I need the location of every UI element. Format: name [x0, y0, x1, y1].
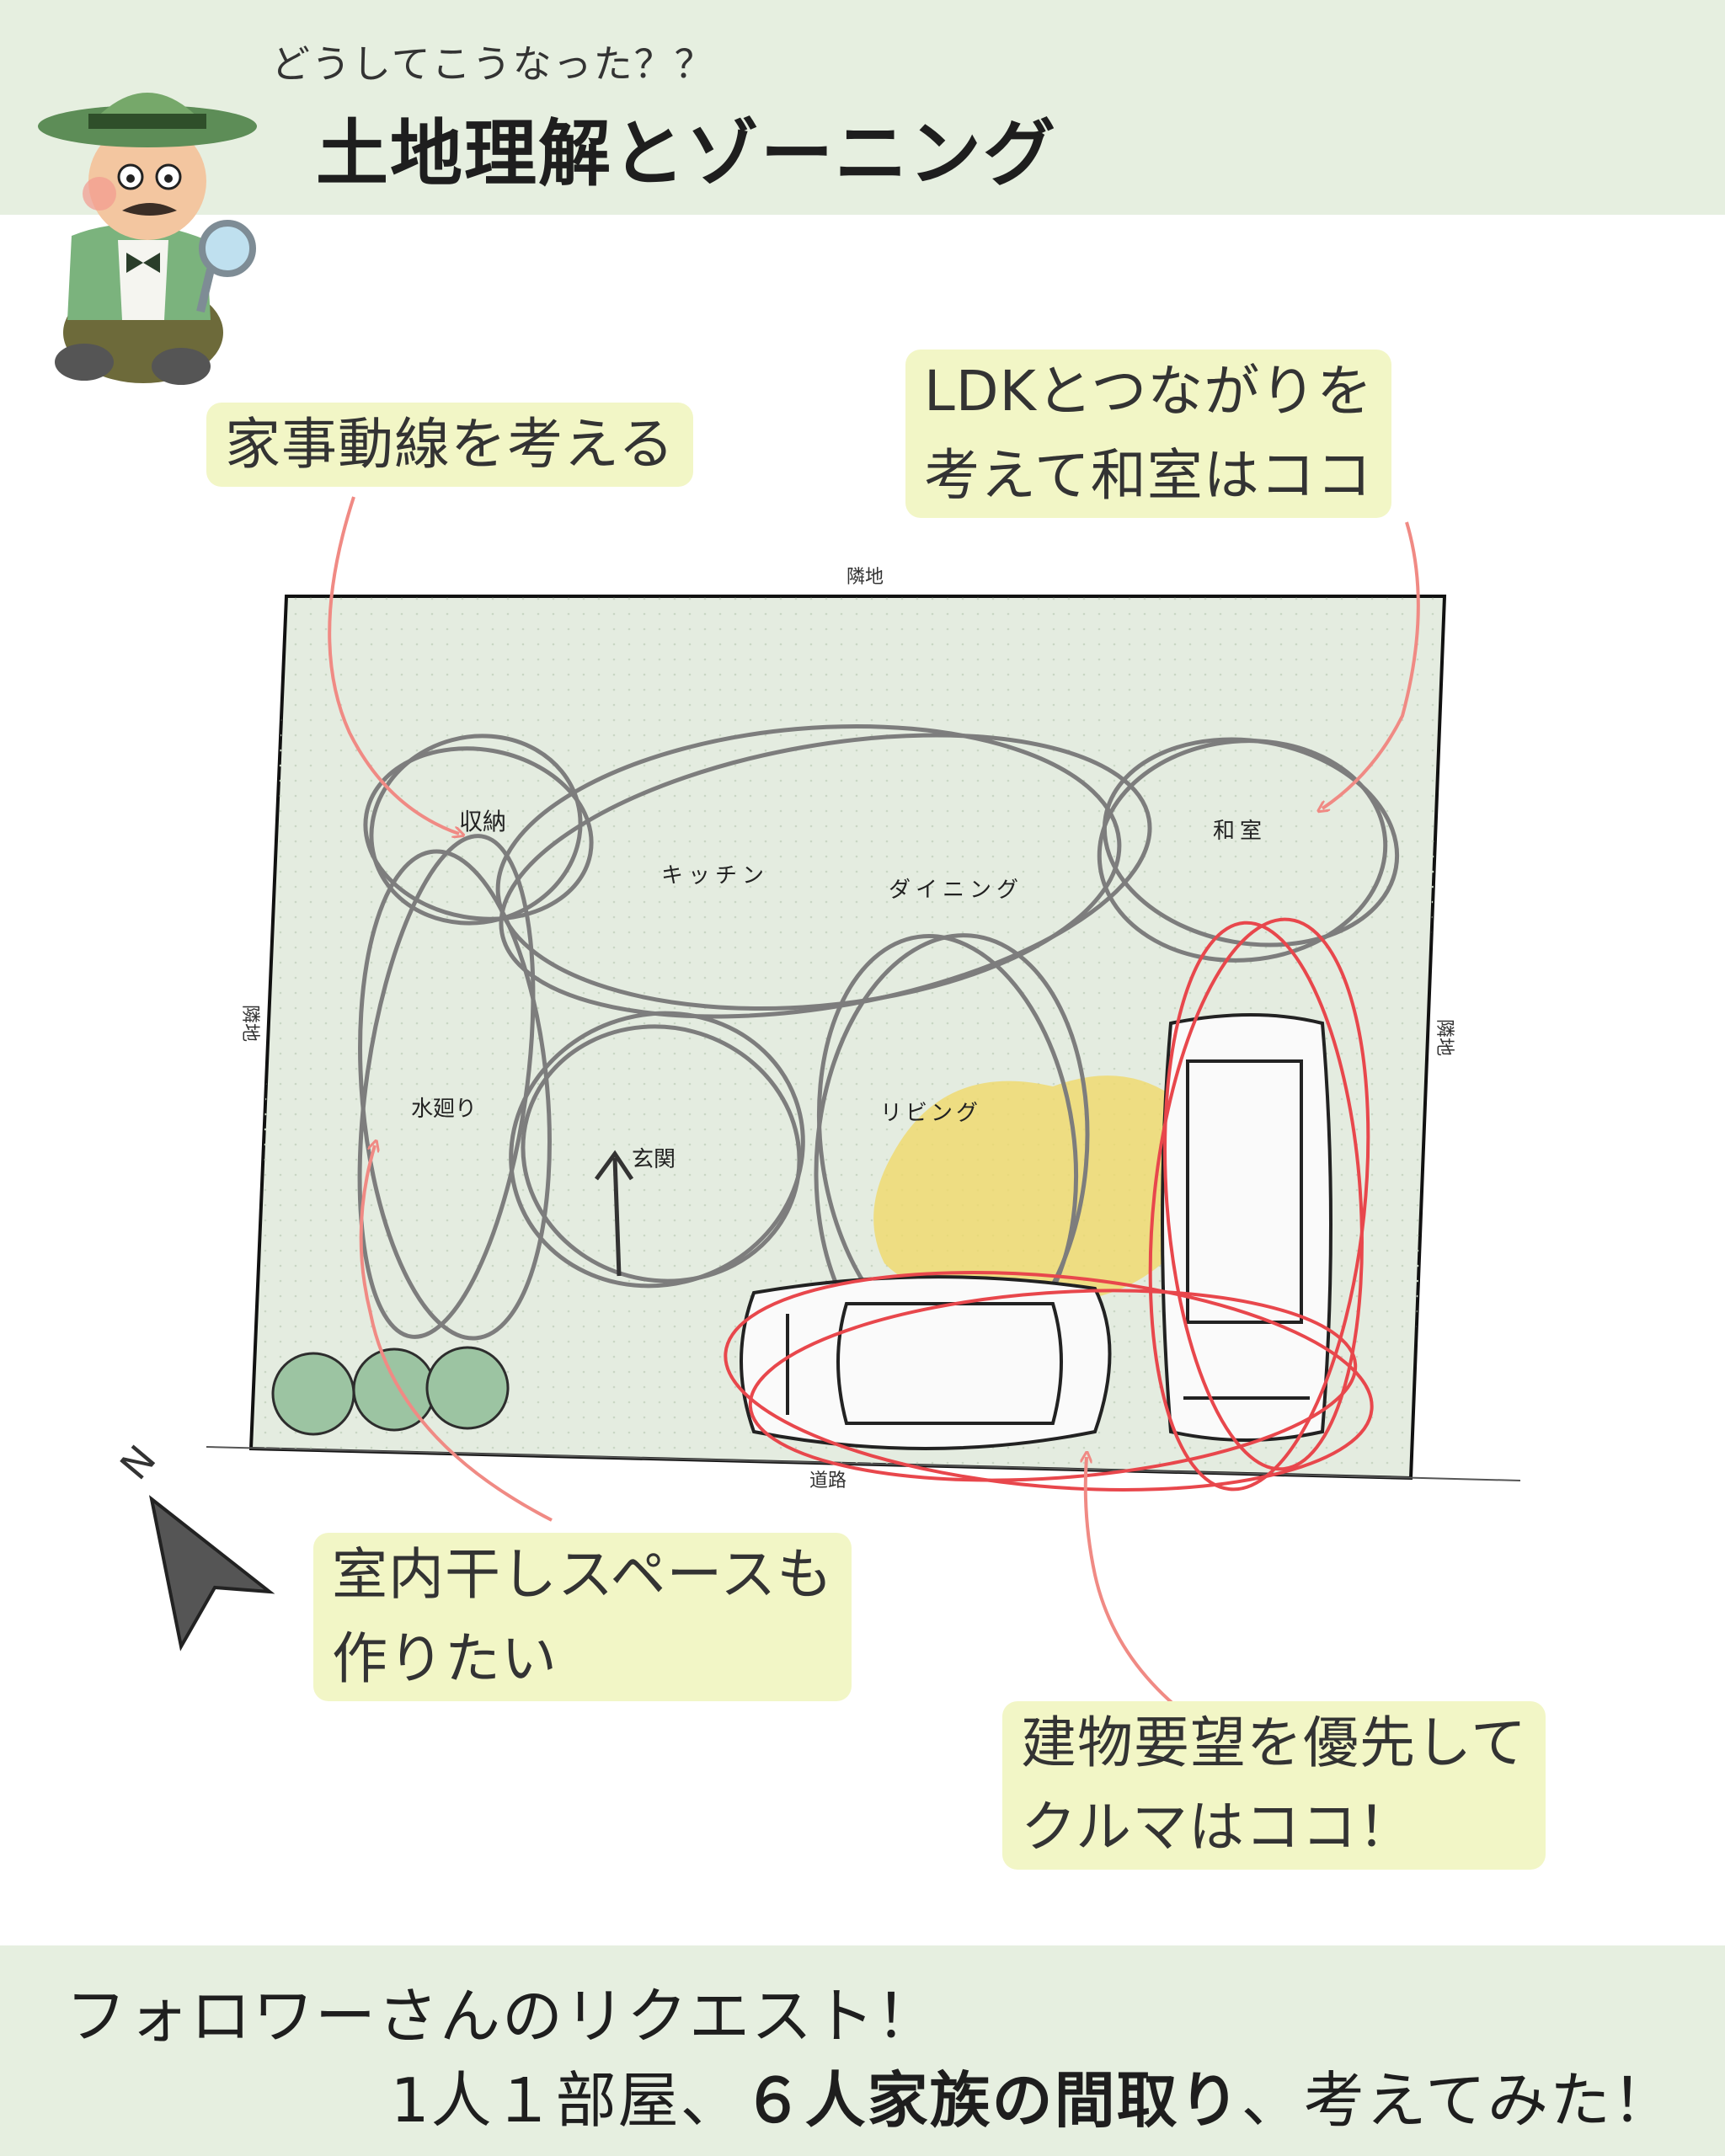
parking-loop	[724, 917, 1374, 1492]
footer-band	[0, 1945, 1725, 2156]
callout-car: 建物要望を優先して クルマはココ！	[1002, 1701, 1546, 1870]
callout-drying-line1: 室内干しスペースも	[332, 1542, 834, 1607]
page-title: 土地理解とゾーニング	[316, 112, 1057, 196]
callout-housework-line1: 家事動線を考える	[225, 412, 676, 477]
car-vertical-icon	[1161, 1013, 1332, 1442]
zone-label-dining: ダイニング	[889, 878, 1023, 903]
zone-label-kitchen: キッチン	[661, 863, 769, 889]
top-neighbor-label: 隣地	[846, 567, 884, 588]
living-highlight	[873, 1075, 1220, 1304]
callout-washitsu: LDKとつながりを 考えて和室はココ	[905, 350, 1392, 518]
header-band	[0, 0, 1725, 215]
car-horizontal-icon	[740, 1275, 1112, 1450]
callout-arrows	[328, 496, 1420, 1707]
zone-label-storage: 収納	[459, 808, 506, 835]
footer-summary-part3: 、考えてみた！	[1241, 2065, 1674, 2136]
footer-summary-bold: ６人家族の間取り	[742, 2065, 1242, 2136]
right-neighbor-label: 隣地	[1434, 1019, 1455, 1056]
callout-car-line2: クルマはココ！	[1021, 1795, 1415, 1860]
road-label: 道路	[809, 1470, 846, 1492]
callout-drying-line2: 作りたい	[332, 1626, 558, 1691]
zone-label-washitsu: 和室	[1213, 819, 1267, 844]
entrance-arrow-icon	[594, 1150, 634, 1277]
north-arrow-icon	[148, 1495, 275, 1652]
callout-drying: 室内干しスペースも 作りたい	[313, 1533, 852, 1701]
header-subtitle: どうしてこうなった？？	[271, 41, 715, 87]
north-label: N	[111, 1437, 164, 1488]
callout-washitsu-line2: 考えて和室はココ	[924, 443, 1373, 508]
shrub-icon	[271, 1346, 510, 1436]
callout-housework: 家事動線を考える	[206, 403, 694, 487]
zone-label-entrance: 玄関	[632, 1147, 676, 1172]
left-neighbor-label: 隣地	[239, 1005, 260, 1042]
detective-character-icon	[38, 93, 257, 385]
zone-label-living: リビング	[880, 1101, 981, 1126]
footer-summary-part1: 1人１部屋、	[390, 2065, 743, 2136]
road-edge-line	[206, 1446, 1521, 1481]
footer-request-text: フォロワーさんのリクエスト！	[66, 1981, 939, 2052]
callout-washitsu-line1: LDKとつながりを	[924, 359, 1374, 424]
callout-car-line1: 建物要望を優先して	[1021, 1710, 1528, 1775]
footer-summary-text: 1人１部屋、６人家族の間取り、考えてみた！	[391, 2051, 1674, 2139]
zone-sketch	[357, 723, 1400, 1374]
zone-label-water: 水廻り	[411, 1097, 477, 1122]
